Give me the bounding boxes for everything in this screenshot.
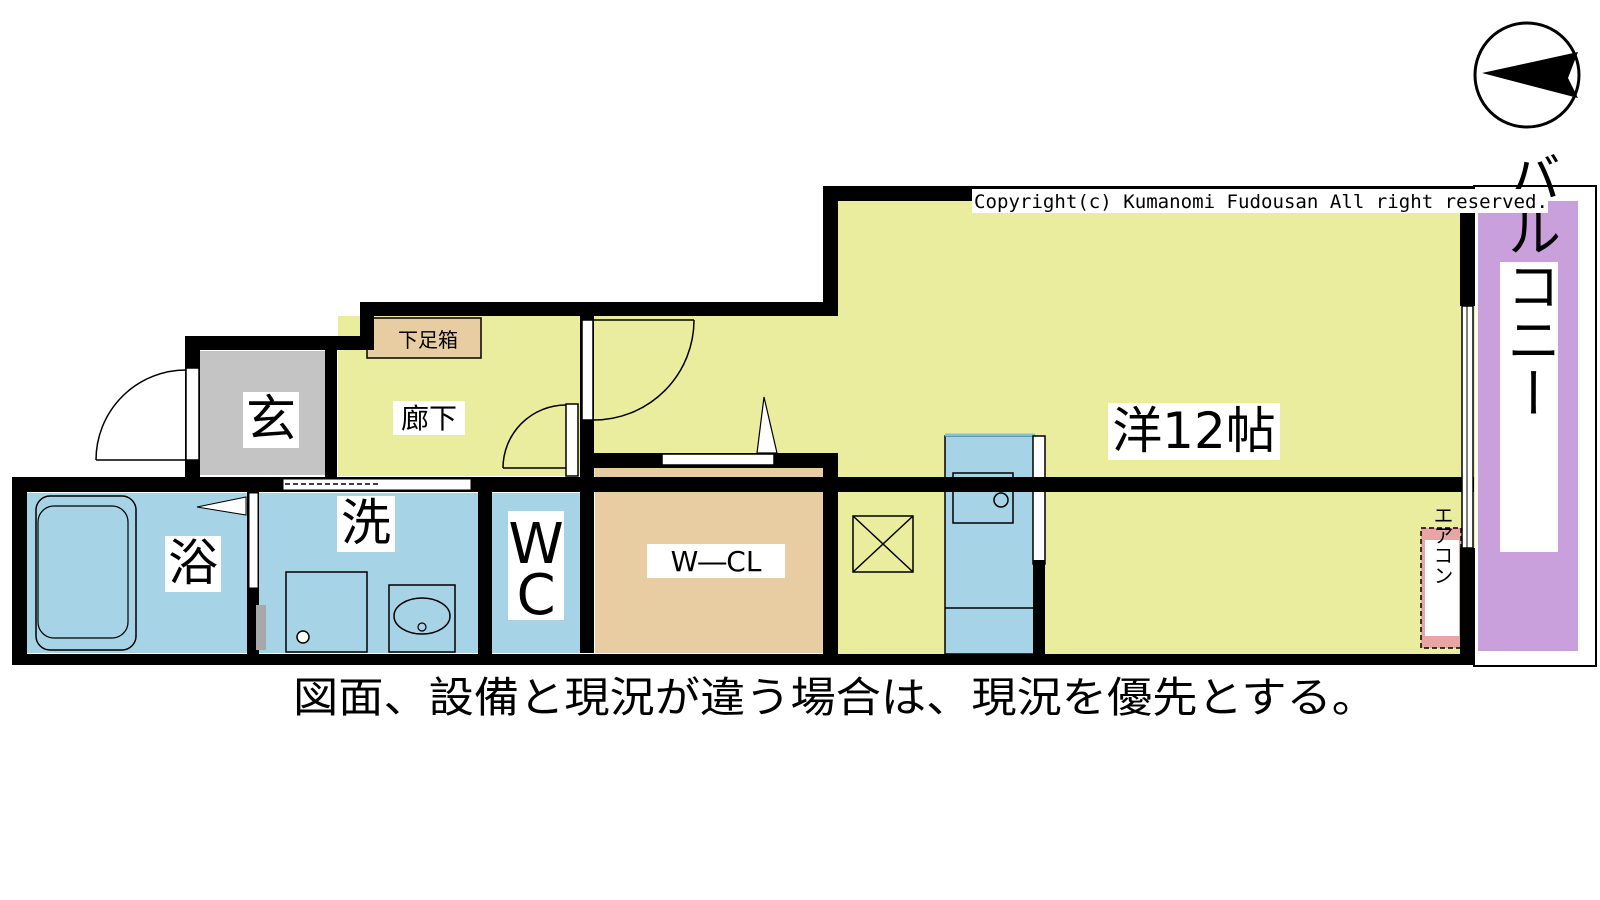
wash-basin xyxy=(388,584,456,653)
crossed-box xyxy=(852,515,914,573)
svg-text:廊下: 廊下 xyxy=(401,402,457,435)
shoe-box xyxy=(366,317,482,359)
kitchen-counter xyxy=(944,435,1036,655)
svg-text:エアコン: エアコン xyxy=(1430,505,1454,585)
label-western-room: 洋12帖 xyxy=(1108,402,1280,460)
notice-text: 図面、設備と現況が違う場合は、現況を優先とする。 xyxy=(293,673,1377,722)
svg-text:W: W xyxy=(508,512,563,577)
closet-opening xyxy=(661,453,775,466)
svg-text:洗: 洗 xyxy=(341,494,391,552)
label-shoe-box: 下足箱 xyxy=(398,328,458,352)
washroom-sliding-door xyxy=(282,478,472,491)
label-hallway: 廊下 xyxy=(393,401,465,435)
label-walk-in-closet: W―CL xyxy=(647,544,785,578)
svg-text:洋12帖: 洋12帖 xyxy=(1112,402,1276,460)
svg-text:C: C xyxy=(516,563,555,628)
washing-machine xyxy=(285,571,368,653)
wc-door xyxy=(502,403,579,477)
svg-text:浴: 浴 xyxy=(168,534,218,592)
label-entrance: 玄 xyxy=(243,390,299,448)
label-washroom: 洗 xyxy=(337,494,395,552)
label-bath: 浴 xyxy=(165,534,221,592)
entrance-door xyxy=(95,367,200,461)
bath-door xyxy=(248,492,259,589)
svg-text:W―CL: W―CL xyxy=(671,545,762,578)
bathtub xyxy=(35,495,137,651)
svg-text:玄: 玄 xyxy=(246,390,296,448)
room-door xyxy=(581,319,695,421)
label-wc: W C xyxy=(508,511,564,628)
stove xyxy=(952,472,1014,524)
compass-icon xyxy=(1473,21,1581,129)
label-aircon: エアコン xyxy=(1425,505,1459,636)
copyright-text: Copyright(c) Kumanomi Fudousan All right… xyxy=(974,191,1548,213)
